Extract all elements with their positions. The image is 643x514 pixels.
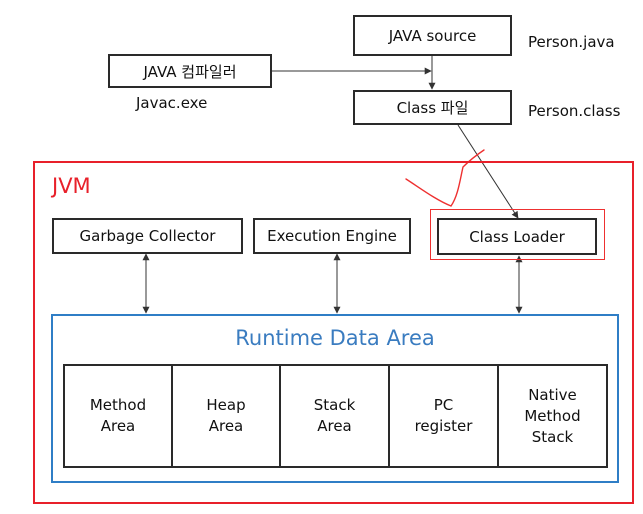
heap-area-cell: Heap Area	[171, 364, 281, 468]
class-loader-box: Class Loader	[437, 218, 597, 255]
pc-register-cell: PC register	[388, 364, 499, 468]
runtime-data-area-frame	[51, 314, 619, 483]
class-filename: Person.class	[528, 102, 621, 120]
runtime-data-area-title: Runtime Data Area	[235, 326, 435, 350]
class-loader-highlight	[430, 209, 605, 260]
handwritten-mark	[405, 149, 485, 207]
jvm-frame	[33, 161, 634, 504]
native-method-stack-cell: Native Method Stack	[497, 364, 608, 468]
method-area-cell: Method Area	[63, 364, 173, 468]
java-source-label: JAVA source	[388, 26, 477, 45]
execution-engine-box: Execution Engine	[253, 218, 411, 254]
source-filename: Person.java	[528, 33, 615, 51]
class-loader-label: Class Loader	[469, 227, 565, 246]
arrow-class-to-loader	[457, 124, 519, 219]
garbage-collector-box: Garbage Collector	[52, 218, 243, 254]
class-file-box: Class 파일	[353, 90, 512, 125]
java-compiler-box: JAVA 컴파일러	[108, 54, 272, 88]
java-compiler-label: JAVA 컴파일러	[143, 62, 237, 81]
jvm-label: JVM	[52, 174, 91, 198]
stack-area-cell: Stack Area	[279, 364, 390, 468]
garbage-collector-label: Garbage Collector	[79, 227, 216, 245]
execution-engine-label: Execution Engine	[267, 227, 397, 245]
compiler-executable: Javac.exe	[136, 94, 208, 112]
class-file-label: Class 파일	[396, 99, 469, 117]
java-source-box: JAVA source	[353, 15, 512, 56]
